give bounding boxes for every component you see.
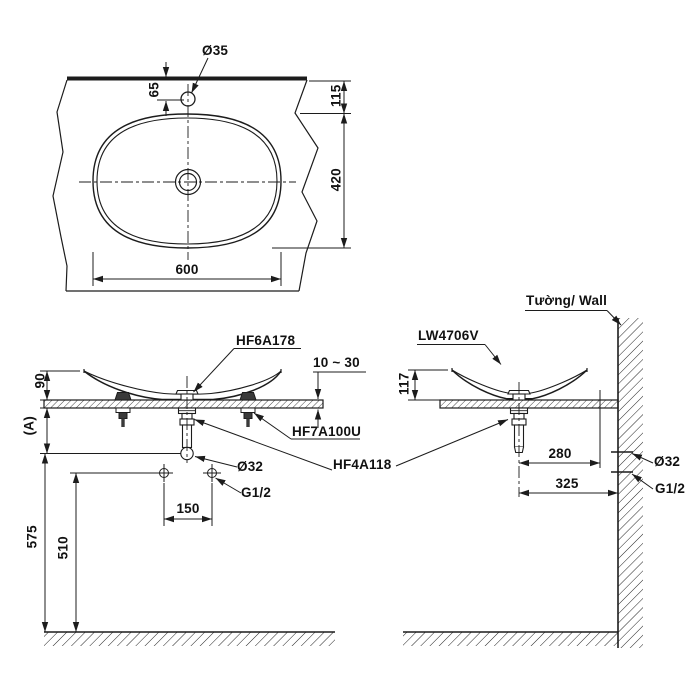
dim-faucet-hole-diameter: Ø35 xyxy=(202,43,229,58)
front-view xyxy=(40,348,509,646)
dim-117-lines xyxy=(408,369,448,401)
dim-faucet-offset: 65 xyxy=(146,82,162,98)
dim-waste-diameter-front: Ø32 xyxy=(237,459,264,474)
top-view xyxy=(52,57,351,292)
dim-bowl-height-side: 117 xyxy=(396,372,412,395)
dim-280-325-lines xyxy=(519,390,618,497)
side-leaders xyxy=(417,310,654,490)
dim-600-lines xyxy=(92,252,282,286)
side-view xyxy=(403,310,654,648)
dim-supply-thread-side: G1/2 xyxy=(655,481,686,496)
dim-115-420-lines xyxy=(272,80,351,249)
dim-basin-width: 600 xyxy=(175,262,199,277)
bowl-outer-front xyxy=(83,370,282,401)
dim-65-lines xyxy=(157,62,184,116)
dim-counter-thickness: 10 ~ 30 xyxy=(313,355,360,370)
dim-150-lines xyxy=(163,483,213,526)
counter-outline-side xyxy=(439,399,619,409)
dim-575-510-lines xyxy=(41,453,159,632)
front-leaders xyxy=(193,348,509,494)
dim-rim-to-wall: 115 xyxy=(328,84,344,107)
dim-supply-height: 510 xyxy=(55,536,71,560)
supply-holes xyxy=(155,464,221,482)
dim-waste-diameter-side: Ø32 xyxy=(654,454,681,469)
label-product-model: LW4706V xyxy=(418,328,479,343)
label-mounting-kit: HF7A100U xyxy=(292,424,362,439)
dim-supply-spacing: 150 xyxy=(176,501,200,516)
counter-hatch-side xyxy=(440,400,618,408)
dim-counter-thickness-lines xyxy=(313,371,366,428)
dim-variable-a: (A) xyxy=(21,416,37,436)
dim-bowl-height-front: 90 xyxy=(32,373,48,389)
dim-drain-to-wall: 325 xyxy=(555,476,579,491)
dim-trap-height: 575 xyxy=(24,525,40,549)
counter-break-right xyxy=(294,79,319,292)
mounting-bolt-left xyxy=(114,392,132,427)
centerlines xyxy=(79,84,296,260)
label-wall: Tường/ Wall xyxy=(526,293,608,308)
floor-hatch-right xyxy=(403,632,618,646)
label-drain-fitting: HF6A178 xyxy=(236,333,296,348)
mounting-bolt-right xyxy=(239,392,257,427)
label-trap-model: HF4A118 xyxy=(333,457,392,472)
dim-basin-depth: 420 xyxy=(328,168,344,192)
dim-supply-thread-front: G1/2 xyxy=(241,485,272,500)
dim-90-A-lines xyxy=(40,370,181,454)
wall-hatch xyxy=(618,318,643,648)
basin-rim-inner xyxy=(96,117,278,245)
basin-rim-outer xyxy=(92,113,282,249)
leader-faucet-hole xyxy=(191,57,209,94)
counter-hatch-front xyxy=(44,400,323,408)
floor-hatch-left xyxy=(44,632,335,646)
dim-outlet-offset: 280 xyxy=(548,446,572,461)
counter-break-left xyxy=(52,79,68,292)
